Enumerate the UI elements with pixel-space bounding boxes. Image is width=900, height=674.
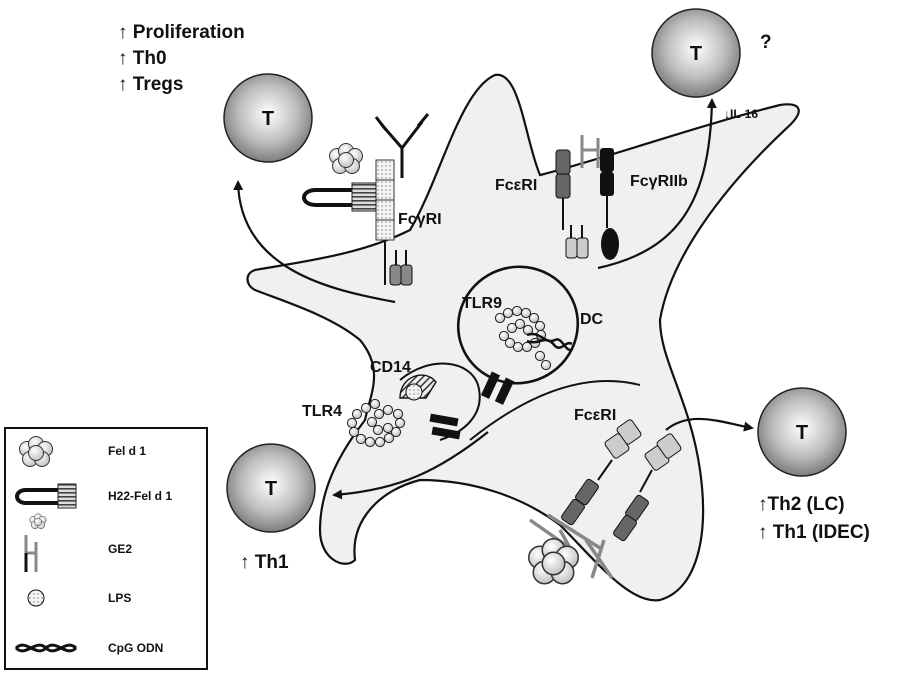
tlr9-label: TLR9	[462, 295, 502, 312]
legend-label-h22-feld1: H22-Fel d 1	[108, 489, 172, 503]
fcgriib-label: FcγRIIb	[630, 173, 688, 190]
arrow-to-bottom-right-t	[665, 417, 754, 432]
effect-tregs: ↑ Tregs	[118, 74, 183, 95]
legend: Fel d 1 H22-Fel d 1 GE2 LPS CpG ODN	[4, 427, 208, 670]
cpg-odn-icon	[14, 643, 78, 653]
t-cell-label: T	[265, 478, 277, 500]
tlr4-cd14-complex	[346, 374, 461, 448]
t-cell-label: T	[690, 43, 702, 65]
arrow-to-bottom-left-t	[332, 431, 489, 500]
legend-label-ge2: GE2	[108, 542, 132, 556]
h22-feld1-icon	[15, 483, 77, 529]
fceri-bottom-label: FcεRI	[574, 407, 616, 424]
dc-label: DC	[580, 311, 604, 328]
endosome-membrane	[399, 362, 481, 441]
legend-label-lps: LPS	[108, 591, 131, 605]
fceri-receptor-bottom	[561, 419, 682, 542]
fceri-receptor-top	[555, 135, 600, 259]
nucleus	[456, 265, 580, 385]
fceri-top-label: FcεRI	[495, 177, 537, 194]
ge2-antibodies-bottom	[528, 513, 614, 579]
inner-membrane-curve	[469, 380, 641, 441]
arrow-to-top-left-t	[233, 180, 396, 304]
effect-th1-idec: ↑ Th1 (IDEC)	[758, 522, 870, 543]
tlr4-label: TLR4	[302, 403, 342, 420]
ge2-antibody-top	[374, 113, 430, 178]
t-cell-bottom-left: T	[226, 443, 316, 533]
unknown-effect-label: ?	[760, 32, 772, 53]
t-cell-top-right: T	[651, 8, 741, 98]
arrow-to-top-right-t	[597, 98, 717, 270]
effect-th0: ↑ Th0	[118, 48, 167, 69]
t-cell-label: T	[262, 108, 274, 130]
t-cell-label: T	[796, 422, 808, 444]
fcgri-label: FcγRI	[398, 211, 442, 228]
legend-label-feld1: Fel d 1	[108, 444, 146, 458]
fcgri-receptor-complex	[302, 143, 413, 286]
effect-proliferation: ↑ Proliferation	[118, 22, 245, 43]
effect-th2-lc: ↑Th2 (LC)	[758, 494, 845, 515]
fcgriib-receptor	[600, 148, 619, 260]
il16-label: ↓IL-16	[724, 107, 758, 121]
effect-th1-bottom-left: ↑ Th1	[240, 552, 289, 573]
feld1-cluster-bottom	[528, 538, 579, 585]
cd14-label: CD14	[370, 359, 411, 376]
lps-icon	[27, 589, 45, 607]
tlr9-receptor	[480, 305, 573, 405]
ge2-icon	[24, 535, 38, 572]
legend-label-cpg-odn: CpG ODN	[108, 641, 163, 655]
dendritic-cell	[246, 73, 800, 602]
t-cell-top-left: T	[223, 73, 313, 163]
t-cell-bottom-right: T	[757, 387, 847, 477]
